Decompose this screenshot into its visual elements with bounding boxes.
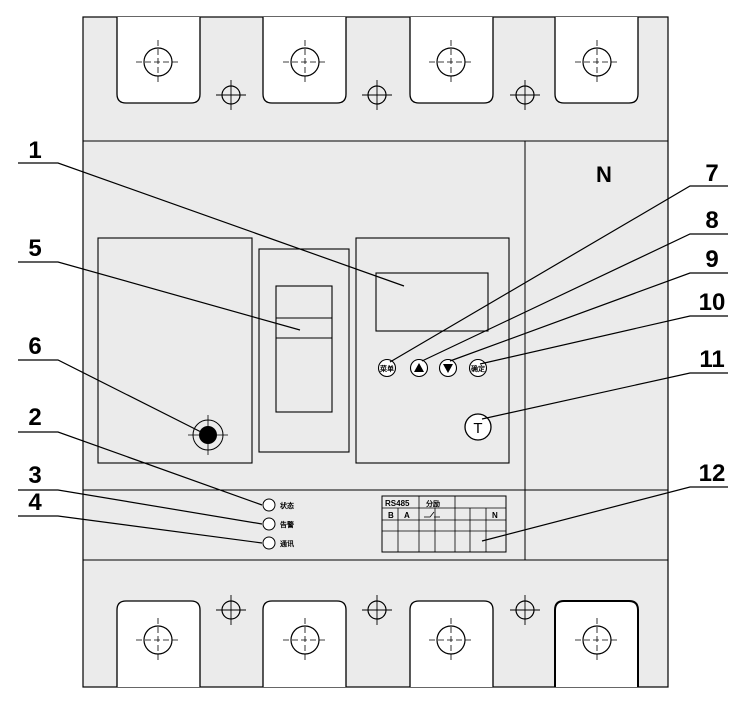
trip-switch-icon <box>424 511 440 518</box>
comm-indicator: 通讯 <box>262 536 294 550</box>
callout-10: 10 <box>699 289 726 316</box>
n-pole-label: N <box>596 162 612 187</box>
callout-3: 3 <box>28 462 41 489</box>
operating-handle[interactable] <box>275 285 333 413</box>
accessory-cover <box>97 237 253 464</box>
terminal-block: RS485 分励 B A N <box>381 495 507 553</box>
callout-12: 12 <box>699 460 726 487</box>
status-indicator: 状态 <box>262 498 294 512</box>
menu-button-label: 菜单 <box>379 364 394 373</box>
status-indicator-label: 状态 <box>280 501 294 510</box>
alarm-indicator: 告警 <box>262 517 294 531</box>
callout-4: 4 <box>28 489 42 516</box>
bottom-terminals <box>116 595 639 687</box>
up-triangle-icon <box>414 363 424 372</box>
callout-6: 6 <box>28 333 41 360</box>
callout-11: 11 <box>699 346 724 373</box>
callout-5: 5 <box>28 235 41 262</box>
callout-9: 9 <box>705 246 718 273</box>
up-button[interactable] <box>409 358 429 378</box>
down-button[interactable] <box>438 358 458 378</box>
alarm-indicator-label: 告警 <box>280 520 294 529</box>
terminal-b-label: B <box>388 511 394 520</box>
confirm-button-label: 确定 <box>471 364 485 373</box>
rs485-label: RS485 <box>385 499 410 508</box>
comm-indicator-label: 通讯 <box>280 539 294 548</box>
down-triangle-icon <box>443 364 453 373</box>
top-terminals <box>116 17 639 110</box>
callout-2: 2 <box>28 404 41 431</box>
menu-button[interactable]: 菜单 <box>377 358 397 378</box>
callout-numbers: 1 2 3 4 5 6 7 8 9 10 11 12 <box>28 137 725 516</box>
lock-screw[interactable] <box>188 415 228 455</box>
callout-1: 1 <box>28 137 41 164</box>
test-button-label: T <box>473 420 482 437</box>
test-button[interactable]: T <box>464 413 492 441</box>
callout-8: 8 <box>705 207 718 234</box>
callout-7: 7 <box>705 160 718 187</box>
confirm-button[interactable]: 确定 <box>468 358 488 378</box>
leader-lines <box>18 162 728 544</box>
terminal-n-label: N <box>492 511 498 520</box>
terminal-a-label: A <box>404 511 410 520</box>
trip-label: 分励 <box>426 499 440 508</box>
